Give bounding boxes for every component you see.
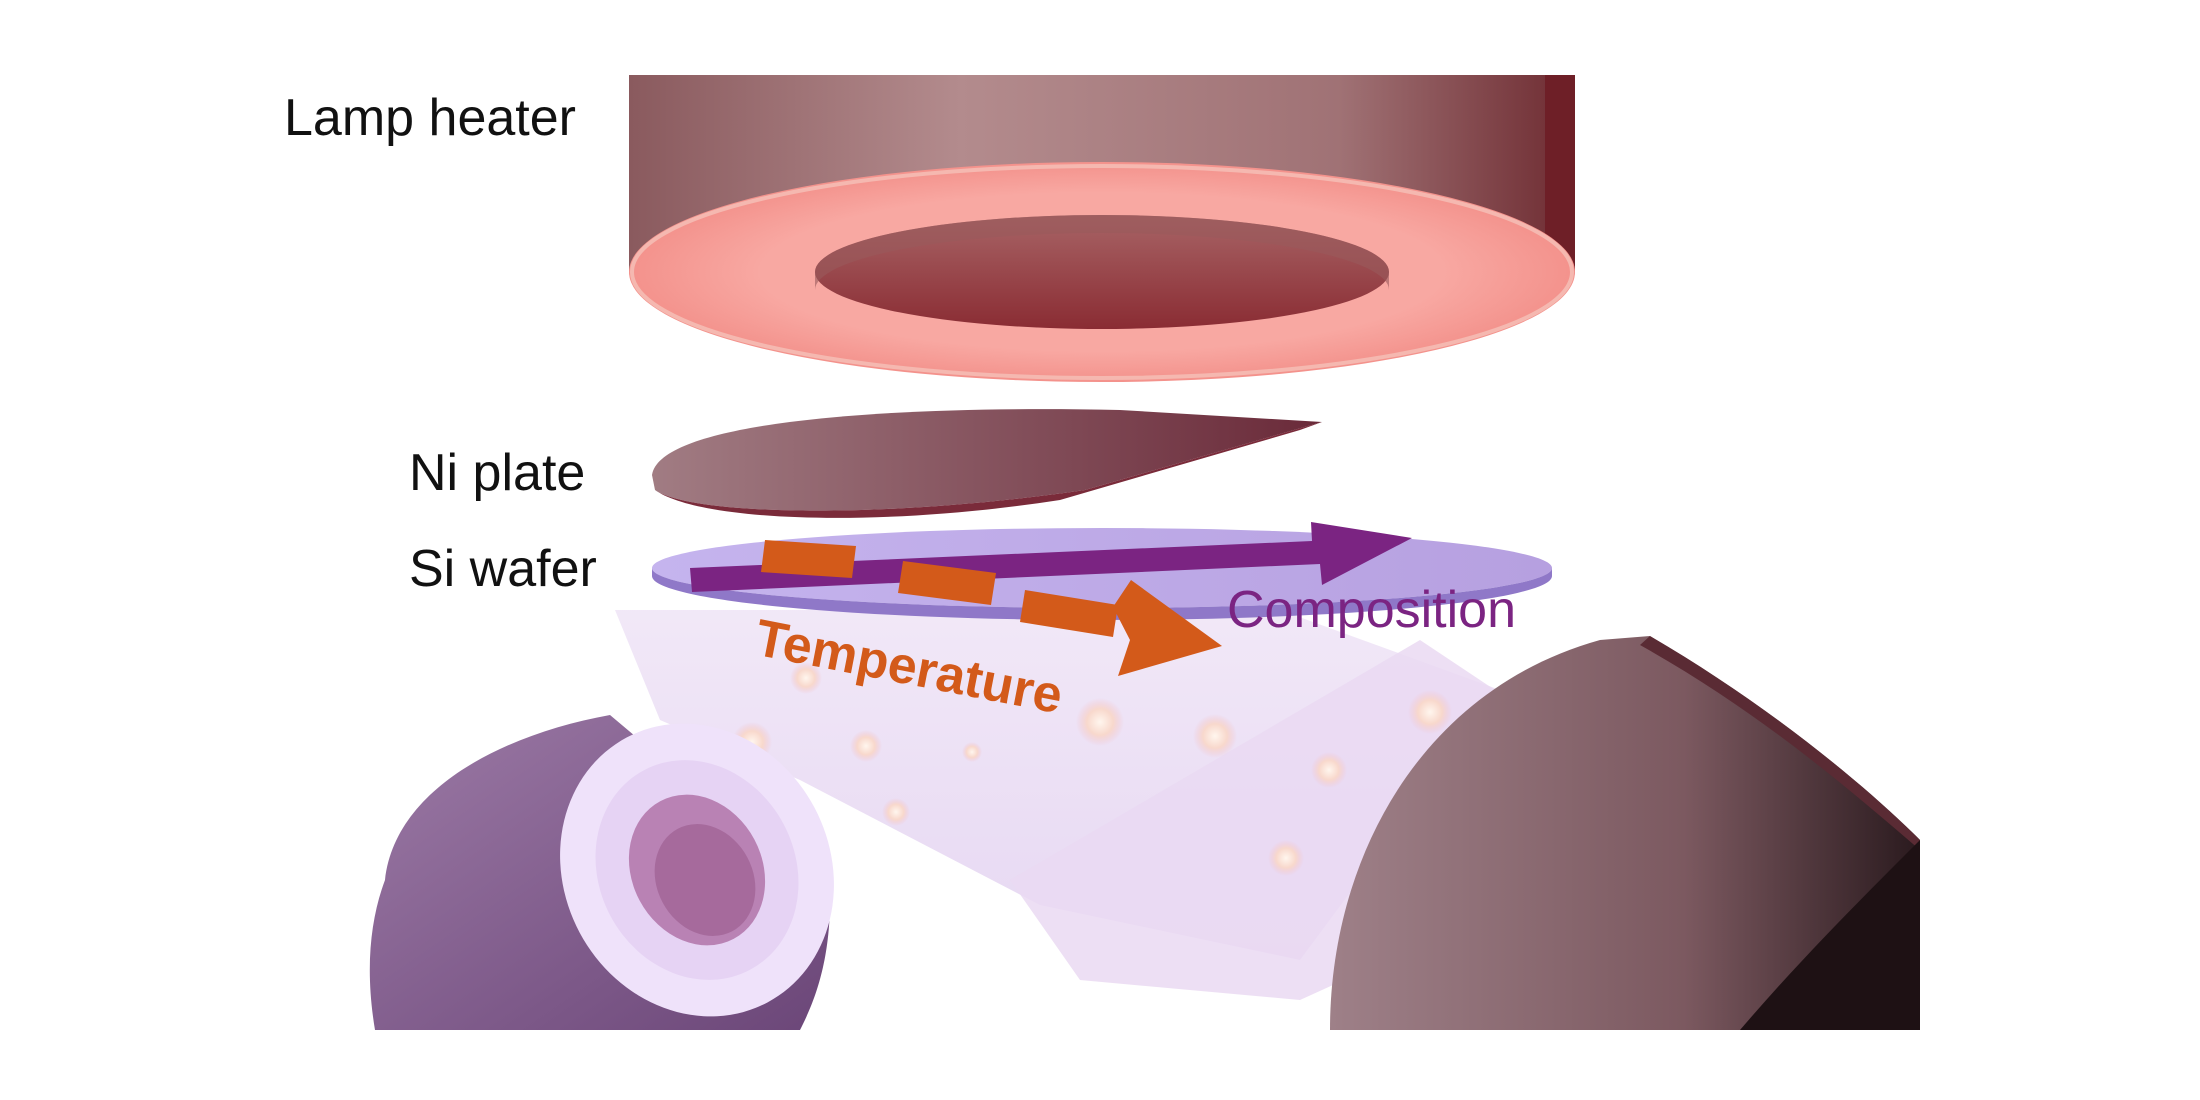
composition-label: Composition xyxy=(1227,581,1517,639)
ring-heater-icon xyxy=(629,75,1575,382)
composition-arrow xyxy=(690,522,1412,592)
disk-plate-icon xyxy=(652,409,1322,518)
cylinder-detector-icon xyxy=(1330,636,1920,1030)
cylinder-source-icon xyxy=(369,715,834,1030)
temperature-arrow xyxy=(761,540,1222,676)
lamp-heater-label: Lamp heater xyxy=(284,89,576,147)
si-wafer-label: Si wafer xyxy=(409,540,597,598)
ni-plate-label: Ni plate xyxy=(409,444,586,502)
